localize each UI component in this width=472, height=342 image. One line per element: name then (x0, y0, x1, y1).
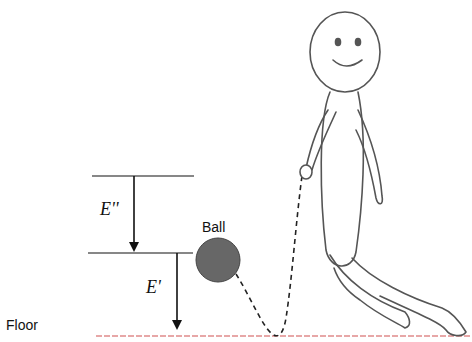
energy-arrow (133, 176, 135, 250)
level-line (92, 175, 194, 176)
energy-arrow (176, 253, 178, 328)
ball-label: Ball (202, 220, 225, 235)
person (300, 12, 466, 336)
bounce-path (236, 176, 302, 336)
energy-label: E' (146, 278, 161, 298)
floor-line (96, 335, 472, 337)
floor-label: Floor (6, 318, 38, 333)
energy-label: E'' (100, 200, 119, 220)
ball (196, 238, 240, 282)
